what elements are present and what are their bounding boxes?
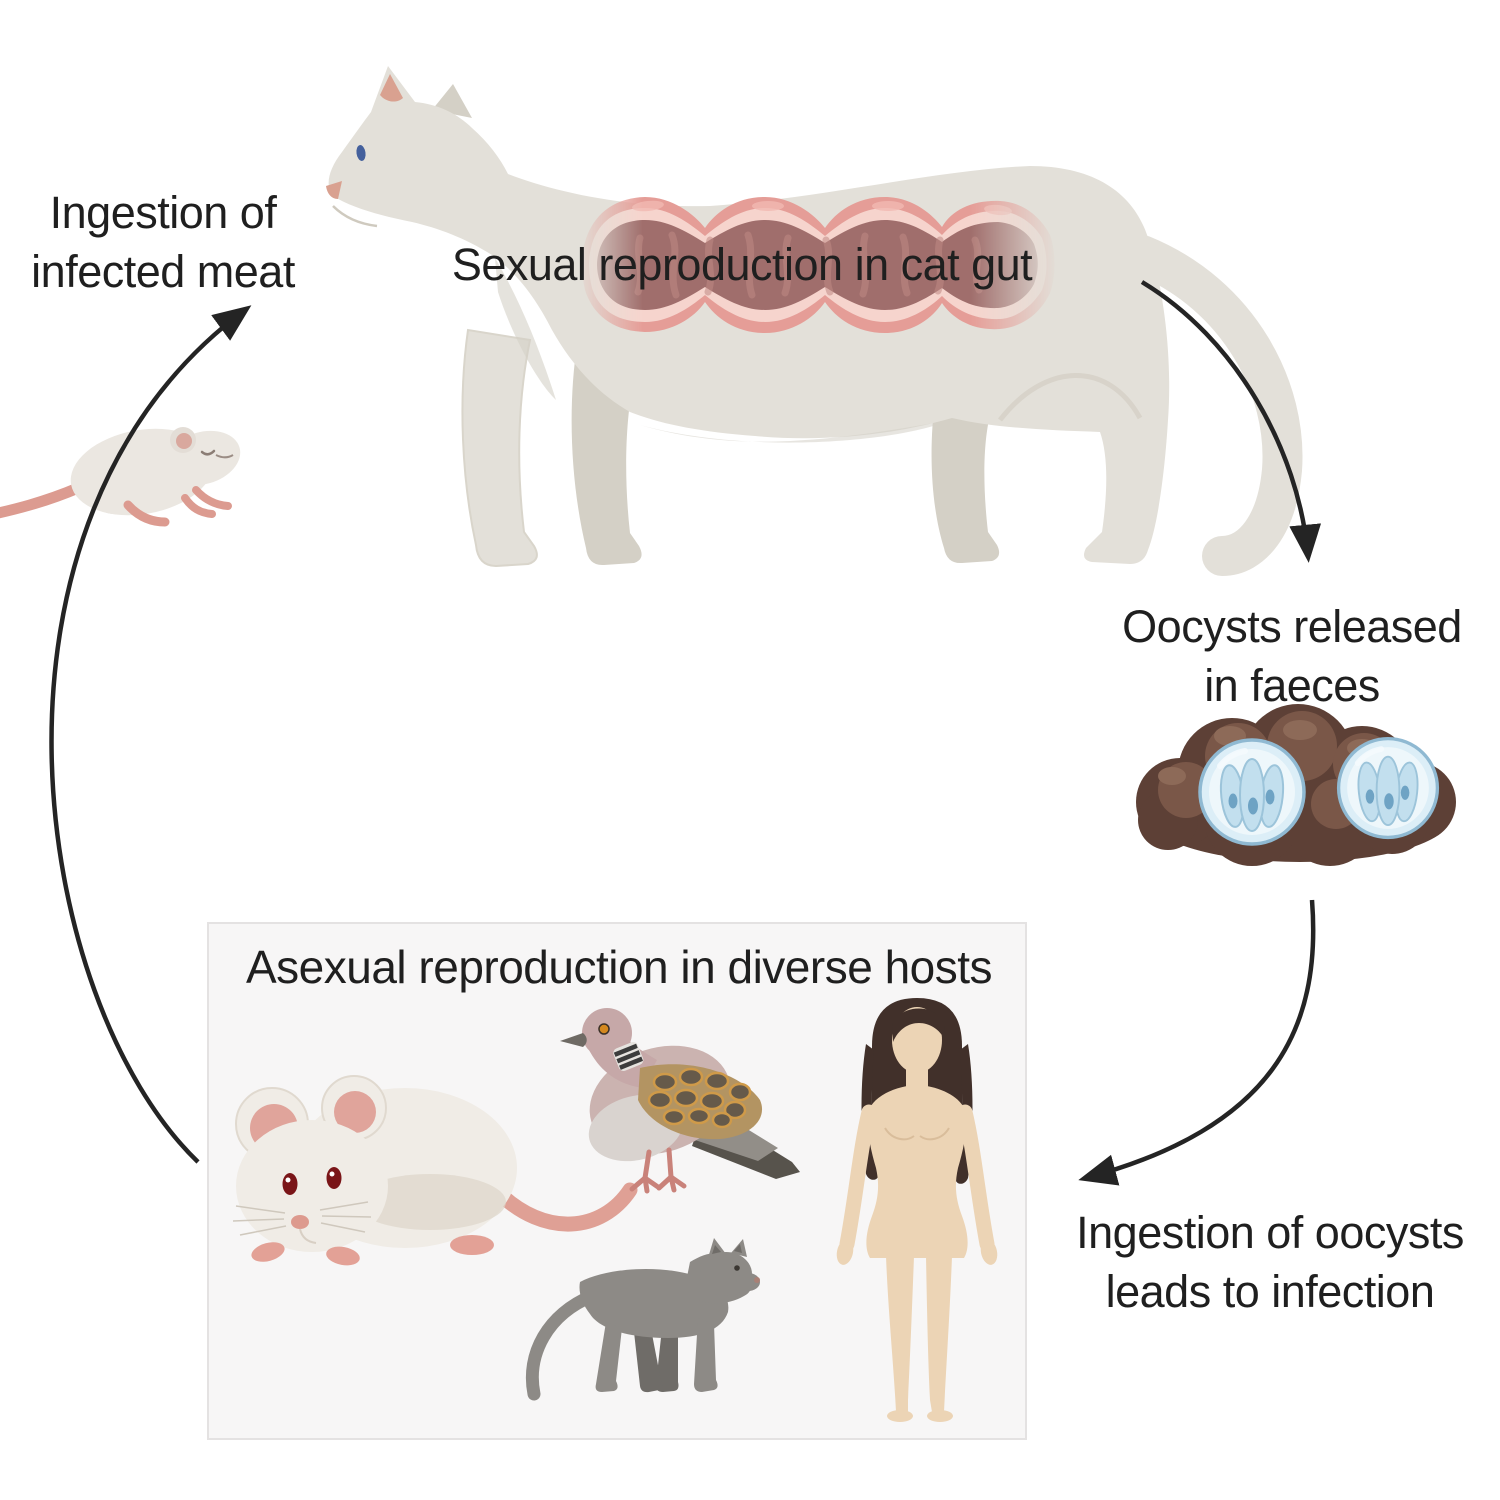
label-line: Ingestion of oocysts	[1076, 1207, 1464, 1258]
label-line: in faeces	[1204, 659, 1380, 711]
label-oocysts-released: Oocysts released in faeces	[1122, 598, 1462, 715]
label-sexual-reproduction: Sexual reproduction in cat gut	[451, 236, 1033, 295]
dead-mouse-icon	[0, 427, 241, 527]
label-asexual-box-title: Asexual reproduction in diverse hosts	[245, 938, 993, 998]
label-line: leads to infection	[1105, 1265, 1435, 1317]
faeces-with-oocysts-icon	[1136, 704, 1456, 866]
label-ingestion-infected-meat: Ingestion of infected meat	[31, 184, 295, 301]
label-line: Asexual reproduction in diverse hosts	[245, 941, 993, 993]
label-line: Ingestion of	[49, 187, 277, 238]
label-line: infected meat	[31, 245, 295, 297]
asexual-hosts-box	[207, 922, 1027, 1440]
label-line: Sexual reproduction in cat gut	[451, 239, 1033, 290]
label-line: Oocysts released	[1122, 601, 1462, 652]
oocyst-icon	[1200, 740, 1304, 844]
arrow-faeces-to-hosts	[1078, 899, 1316, 1186]
label-ingestion-oocysts: Ingestion of oocysts leads to infection	[1076, 1204, 1464, 1321]
oocyst-icon	[1339, 739, 1438, 838]
arrow-cat-to-faeces	[1140, 280, 1322, 563]
cat-with-gut-illustration	[326, 66, 1303, 576]
